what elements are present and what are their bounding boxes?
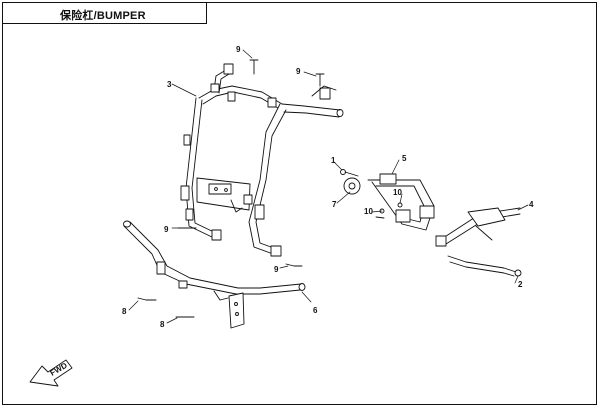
fasteners [137,59,385,318]
front-bumper-frame [180,63,344,257]
fwd-arrow-icon [29,359,73,387]
callout-3: 3 [167,80,172,89]
title-block: 保险杠/BUMPER [2,2,207,24]
drawing-frame [2,2,597,405]
callout-10-lower: 10 [364,207,373,216]
callout-labels: 1 2 3 4 5 6 7 8 8 9 9 9 9 10 10 [122,45,534,329]
page-title: 保险杠/BUMPER [60,10,146,22]
callout-9-upper-right: 9 [296,67,301,76]
lower-bumper-tube [123,220,306,329]
callout-10-upper: 10 [393,188,402,197]
callout-9-lower: 9 [274,265,279,274]
callout-9-top: 9 [236,45,241,54]
callout-5: 5 [402,154,407,163]
callout-1: 1 [331,156,336,165]
callout-2: 2 [518,280,523,289]
callout-8-right: 8 [160,320,165,329]
side-bracket-assembly [340,169,435,231]
right-side-tube [435,207,522,277]
callout-9-left: 9 [164,225,169,234]
leader-lines [128,49,529,324]
callout-4: 4 [529,200,534,209]
callout-6: 6 [313,306,318,315]
callout-7: 7 [332,200,337,209]
callout-8-left: 8 [122,307,127,316]
